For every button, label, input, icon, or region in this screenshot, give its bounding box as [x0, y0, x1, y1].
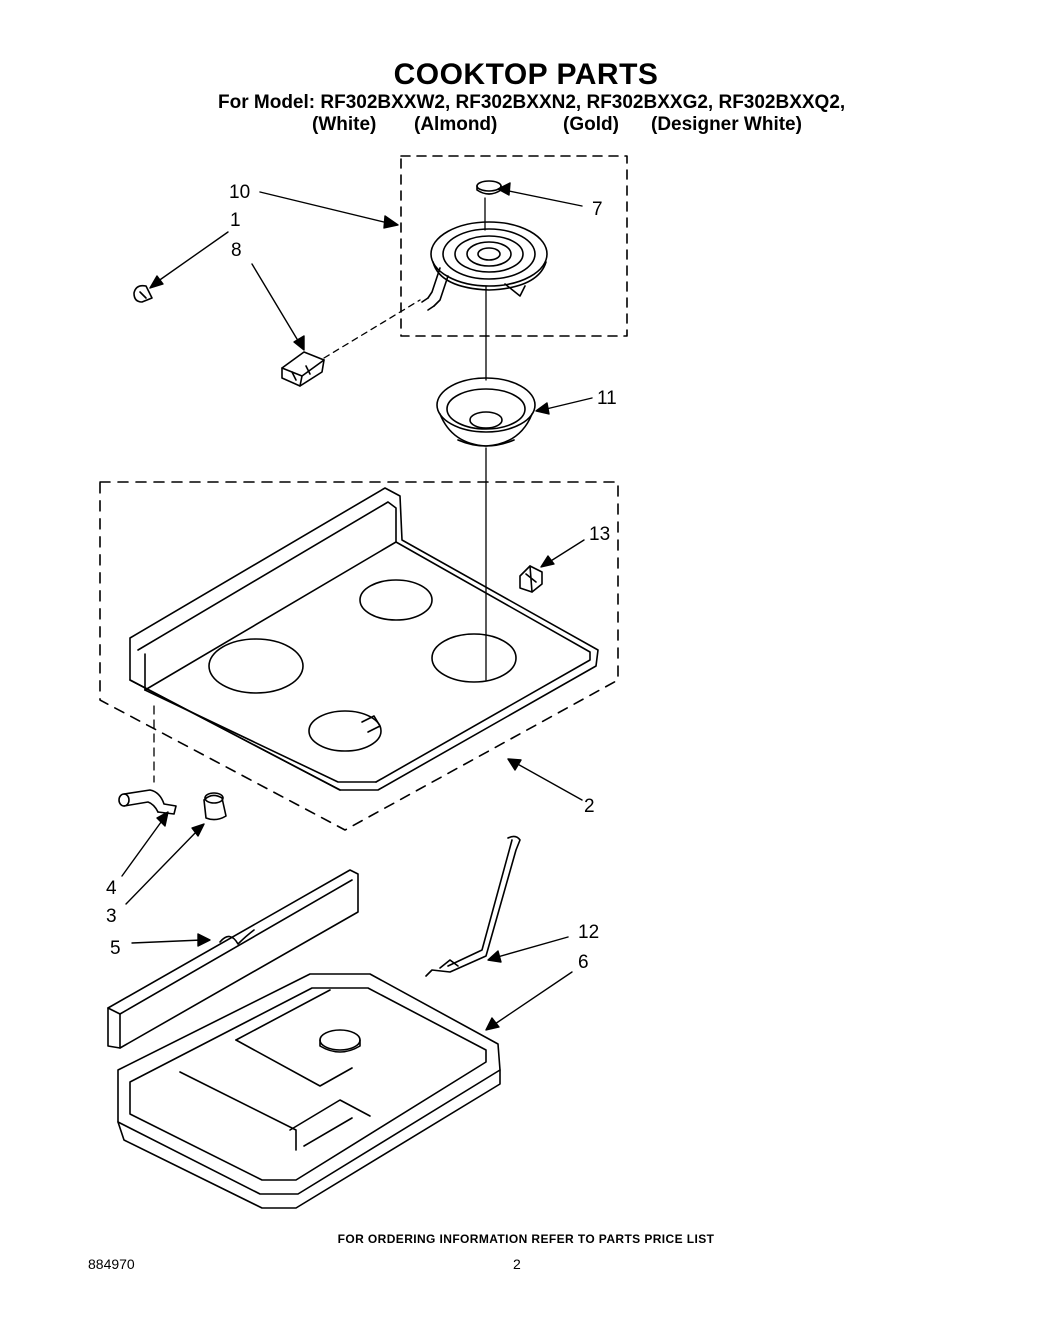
part-10-surface-element: [421, 221, 548, 311]
callout-5: 5: [110, 938, 121, 959]
callout-11: 11: [597, 388, 617, 409]
color-white: (White): [312, 114, 377, 135]
ordering-note: FOR ORDERING INFORMATION REFER TO PARTS …: [337, 1232, 715, 1246]
callout-8: 8: [231, 240, 242, 261]
callout-3: 3: [106, 906, 117, 927]
document-number: 884970: [88, 1256, 135, 1272]
part-1-clip: [133, 284, 153, 303]
part-3-grommet: [203, 792, 227, 821]
callout-10: 10: [229, 182, 250, 203]
model-list: For Model: RF302BXXW2, RF302BXXN2, RF302…: [218, 92, 846, 113]
callout-arrows: [121, 182, 593, 1031]
part-8-terminal-block: [281, 351, 325, 387]
color-gold: (Gold): [563, 114, 619, 135]
page-title: COOKTOP PARTS: [393, 58, 659, 91]
part-11-drip-bowl: [436, 377, 536, 447]
callout-2: 2: [584, 796, 595, 817]
part-2-cooktop: [129, 487, 599, 791]
part-6-burner-box: [117, 973, 501, 1209]
callout-13: 13: [589, 524, 610, 545]
callout-4: 4: [106, 878, 117, 899]
element-group-box: [400, 155, 628, 337]
color-almond: (Almond): [414, 114, 498, 135]
callout-7: 7: [592, 199, 603, 220]
part-7-cap: [476, 180, 502, 195]
color-designer-white: (Designer White): [651, 114, 802, 135]
callout-6: 6: [578, 952, 589, 973]
part-5-shield: [107, 869, 359, 1049]
part-12-rod: [425, 835, 521, 977]
assembly-lines: [153, 197, 487, 783]
callout-12: 12: [578, 922, 599, 943]
callout-labels: 10 1 8 7 11 13 2 4 3 5 12 6: [106, 182, 617, 973]
callout-1: 1: [230, 210, 241, 231]
cooktop-group-box: [99, 481, 619, 831]
part-4-lead: [118, 789, 177, 815]
part-13-bracket: [519, 565, 543, 593]
page-number: 2: [513, 1256, 521, 1272]
